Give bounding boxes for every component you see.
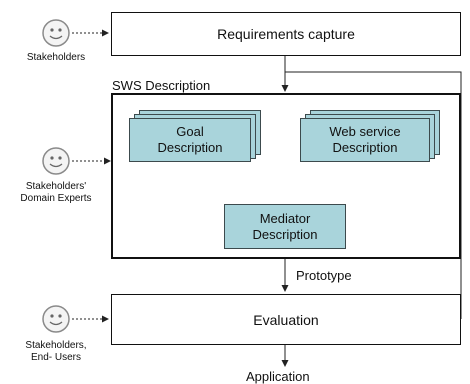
mediator-description-node: Mediator Description <box>224 204 346 249</box>
actor-label-stakeholders: Stakeholders <box>26 52 86 63</box>
smiley-face-icon <box>42 19 70 47</box>
requirements-capture-label: Requirements capture <box>217 26 355 42</box>
feedback-line <box>285 71 462 319</box>
smiley-face-icon <box>42 305 70 333</box>
web-service-description-node: Web service Description <box>300 118 430 162</box>
goal-description-node: Goal Description <box>129 118 251 162</box>
requirements-capture-box: Requirements capture <box>111 12 461 56</box>
evaluation-label: Evaluation <box>253 311 319 328</box>
application-label: Application <box>246 369 310 384</box>
evaluation-box: Evaluation <box>111 294 461 345</box>
smiley-face-icon <box>42 147 70 175</box>
actor-label-end-users: Stakeholders, End- Users <box>25 340 87 363</box>
prototype-label: Prototype <box>296 268 352 283</box>
actor-label-domain-experts: Stakeholders' Domain Experts <box>20 181 92 204</box>
sws-description-title: SWS Description <box>112 78 211 93</box>
